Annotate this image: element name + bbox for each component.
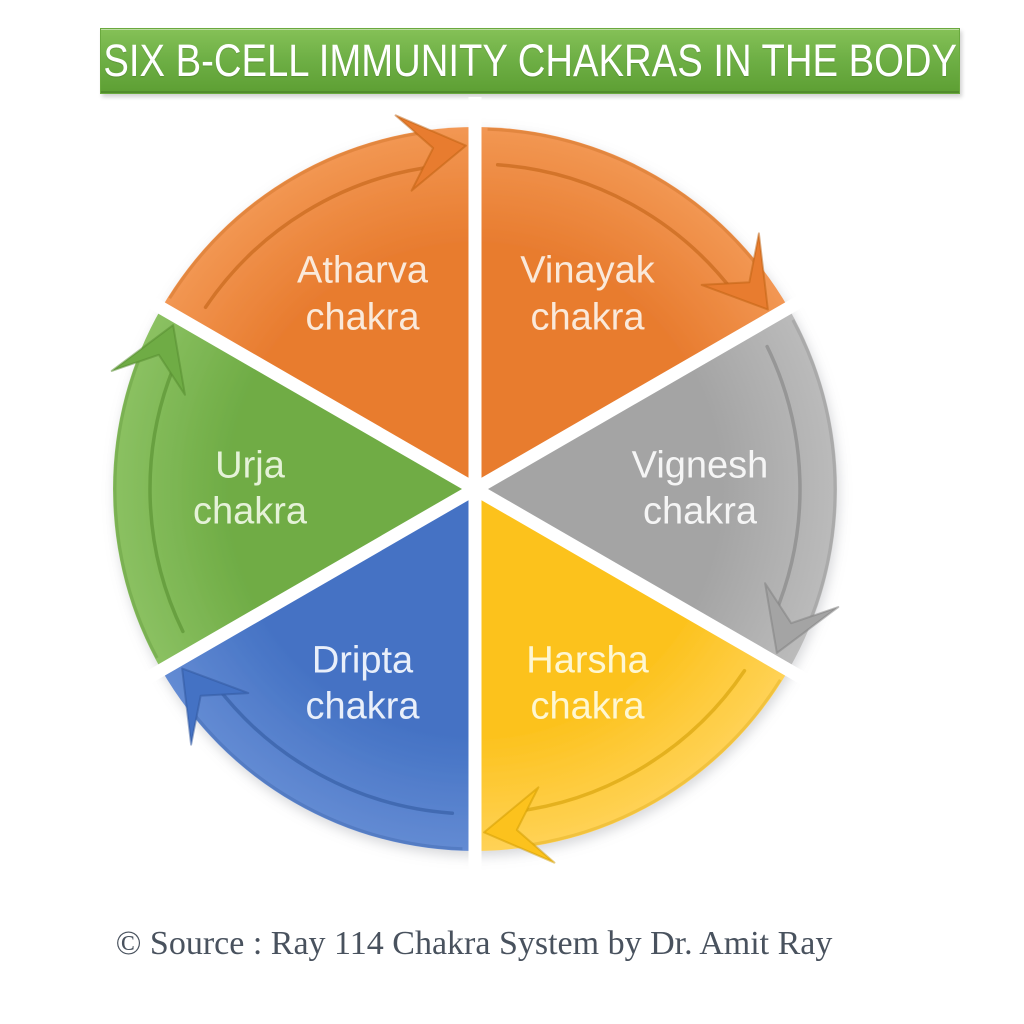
rim-line-urja xyxy=(113,359,159,659)
arrow-head-urja-icon xyxy=(110,324,186,396)
rim-line-atharva xyxy=(168,131,419,300)
segment-dripta xyxy=(161,489,475,851)
band-line-vignesh xyxy=(765,344,802,618)
segment-urja xyxy=(113,308,475,670)
arrow-head-harsha-icon xyxy=(482,786,556,864)
band-line-dripta xyxy=(213,682,455,815)
segment-harsha xyxy=(475,489,789,851)
wheel-arrow-heads xyxy=(110,114,840,864)
arrow-head-dripta-icon xyxy=(181,667,250,746)
band-line-vinayak xyxy=(495,163,737,296)
segment-vignesh xyxy=(475,308,837,670)
rim-line-vignesh xyxy=(791,319,837,619)
band-line-harsha xyxy=(512,668,747,814)
arrow-head-atharva-icon xyxy=(394,114,468,192)
wheel-band-lines xyxy=(113,127,837,851)
segment-atharva xyxy=(161,127,475,489)
rim-line-harsha xyxy=(531,678,782,847)
wheel-gaps xyxy=(132,97,818,881)
wheel-segments xyxy=(113,127,837,851)
rim-line-dripta xyxy=(194,714,463,851)
diagram-title: SIX B-CELL IMMUNITY CHAKRAS IN THE BODY xyxy=(103,35,957,86)
segment-gap xyxy=(471,483,818,691)
arrow-head-vinayak-icon xyxy=(700,232,769,311)
band-line-atharva xyxy=(203,164,438,310)
segment-gap xyxy=(132,483,479,691)
arrow-head-vignesh-icon xyxy=(764,582,840,654)
source-attribution: © Source : Ray 114 Chakra System by Dr. … xyxy=(115,925,833,962)
segment-gap xyxy=(132,287,479,495)
rim-line-vinayak xyxy=(487,127,756,264)
segment-gap xyxy=(471,287,818,495)
title-banner: SIX B-CELL IMMUNITY CHAKRAS IN THE BODY xyxy=(100,28,960,94)
segment-vinayak xyxy=(475,127,789,489)
band-line-urja xyxy=(148,360,185,634)
